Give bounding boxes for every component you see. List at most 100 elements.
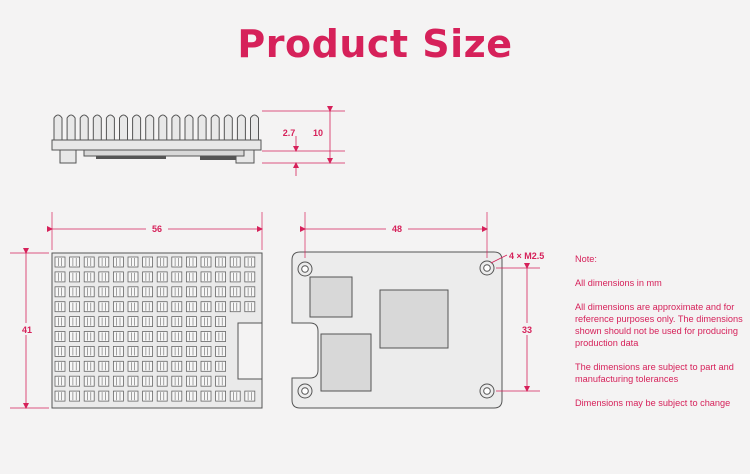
heatsink-pin	[83, 390, 95, 402]
heatsink-pin	[185, 375, 197, 387]
heatsink-pin	[113, 345, 124, 357]
heatsink-pin	[127, 390, 139, 402]
side-connector	[200, 156, 236, 160]
heatsink-pin	[98, 375, 110, 387]
heatsink-base	[51, 139, 262, 151]
heatsink-pin	[171, 301, 183, 313]
heatsink-pin	[69, 301, 80, 313]
heatsink-pin	[215, 256, 227, 268]
fin	[66, 114, 76, 140]
heatsink-pin	[156, 271, 168, 283]
heatsink-pin	[200, 286, 212, 298]
fin	[79, 114, 89, 140]
heatsink-pin	[185, 360, 197, 372]
heatsink-pin-grid	[54, 256, 256, 402]
heatsink-pin	[171, 345, 183, 357]
heatsink-pin	[113, 360, 124, 372]
heatsink-pin	[156, 286, 168, 298]
heatsink-pin	[200, 316, 212, 328]
heatsink-pin	[98, 286, 110, 298]
mount-hole-tl	[297, 261, 313, 277]
dim-56-label: 56	[152, 224, 162, 234]
heatsink-pin	[54, 390, 66, 402]
heatsink-pin	[83, 345, 95, 357]
heatsink-pin	[113, 316, 124, 328]
heatsink-pin	[83, 360, 95, 372]
heatsink-notch	[237, 322, 263, 380]
heatsink-pin	[244, 256, 256, 268]
heatsink-pin	[215, 360, 227, 372]
heatsink-pin	[83, 316, 95, 328]
heatsink-pin	[113, 286, 124, 298]
fin	[105, 114, 115, 140]
heatsink-pin	[83, 286, 95, 298]
fin	[236, 114, 246, 140]
heatsink-pin	[142, 286, 154, 298]
heatsink-pin	[185, 301, 197, 313]
heatsink-pin	[54, 271, 66, 283]
heatsink-pin	[185, 286, 197, 298]
heatsink-pin	[229, 271, 241, 283]
heatsink-pin	[69, 316, 80, 328]
heatsink-pin	[83, 375, 95, 387]
heatsink-pin	[127, 375, 139, 387]
top-view: 56 41	[10, 212, 263, 409]
heatsink-pin	[98, 316, 110, 328]
heatsink-pin	[200, 301, 212, 313]
heatsink-pin	[98, 360, 110, 372]
heatsink-pin	[142, 390, 154, 402]
heatsink-pin	[127, 256, 139, 268]
bottom-view: 48 4 × M2.5 33	[291, 212, 544, 409]
heatsink-pin	[215, 331, 227, 342]
heatsink-pin	[127, 286, 139, 298]
heatsink-pin	[83, 256, 95, 268]
heatsink-pin	[229, 256, 241, 268]
heatsink-pin	[156, 301, 168, 313]
heatsink-pin	[171, 331, 183, 342]
heatsink-pin	[69, 375, 80, 387]
sdcard-slot	[309, 276, 353, 318]
heatsink-pin	[127, 301, 139, 313]
heatsink-pin	[142, 316, 154, 328]
heatsink-pin	[185, 256, 197, 268]
heatsink-pin	[69, 271, 80, 283]
side-view: 2.7 10	[51, 106, 345, 176]
fin	[53, 114, 63, 140]
heatsink-pin	[171, 271, 183, 283]
heatsink-pin	[171, 286, 183, 298]
heatsink-pin	[69, 345, 80, 357]
heatsink-pin	[171, 375, 183, 387]
dim-2-7-label: 2.7	[283, 128, 296, 138]
heatsink-pin	[200, 375, 212, 387]
note-item: All dimensions are approximate and for r…	[575, 302, 743, 348]
heatsink-pin	[156, 331, 168, 342]
note-item: The dimensions are subject to part and m…	[575, 362, 734, 384]
fin	[132, 114, 142, 140]
heatsink-pin	[142, 271, 154, 283]
heatsink-pin	[54, 331, 66, 342]
heatsink-pin	[98, 331, 110, 342]
heatsink-pin	[113, 390, 124, 402]
note-item: Dimensions may be subject to change	[575, 398, 731, 408]
side-component	[96, 156, 166, 159]
fin	[184, 114, 194, 140]
heatsink-pin	[171, 390, 183, 402]
side-pcb	[83, 149, 245, 157]
page-title: Product Size	[237, 22, 513, 66]
notes-panel: Note: All dimensions in mm All dimension…	[575, 253, 747, 421]
dim-48-label: 48	[392, 224, 402, 234]
heatsink-pin	[185, 345, 197, 357]
heatsink-pin	[171, 360, 183, 372]
heatsink-pin	[54, 286, 66, 298]
heatsink-pin	[185, 271, 197, 283]
dim-41-label: 41	[22, 325, 32, 335]
heatsink-pin	[156, 390, 168, 402]
heatsink-pin	[215, 375, 227, 387]
heatsink-pin	[200, 390, 212, 402]
fin	[210, 114, 220, 140]
heatsink-pin	[98, 301, 110, 313]
heatsink-pin	[215, 286, 227, 298]
heatsink-pin	[83, 271, 95, 283]
heatsink-pin	[142, 375, 154, 387]
